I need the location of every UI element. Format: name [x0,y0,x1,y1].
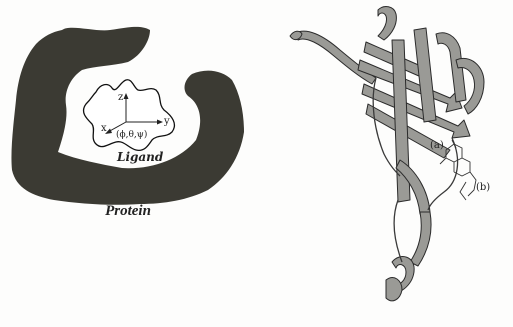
ribbon-strand [294,31,376,84]
site-b-label: (b) [476,182,490,193]
protein-ribbon-structure: (a) (b) [280,0,513,327]
ribbon-strand [378,7,396,40]
protein-label: Protein [88,203,168,220]
site-a-label: (a) [430,140,444,151]
ligand-label: Ligand [116,150,164,164]
ribbon-strand [410,212,431,266]
rotation-label: (ϕ,θ,ψ) [116,129,147,140]
protein-ligand-diagram: z y x (ϕ,θ,ψ) Ligand [0,0,260,230]
axis-z-label: z [118,92,123,103]
axis-x-label: x [101,123,107,134]
ribbon-strand [386,278,402,301]
axis-y-label: y [163,116,170,127]
